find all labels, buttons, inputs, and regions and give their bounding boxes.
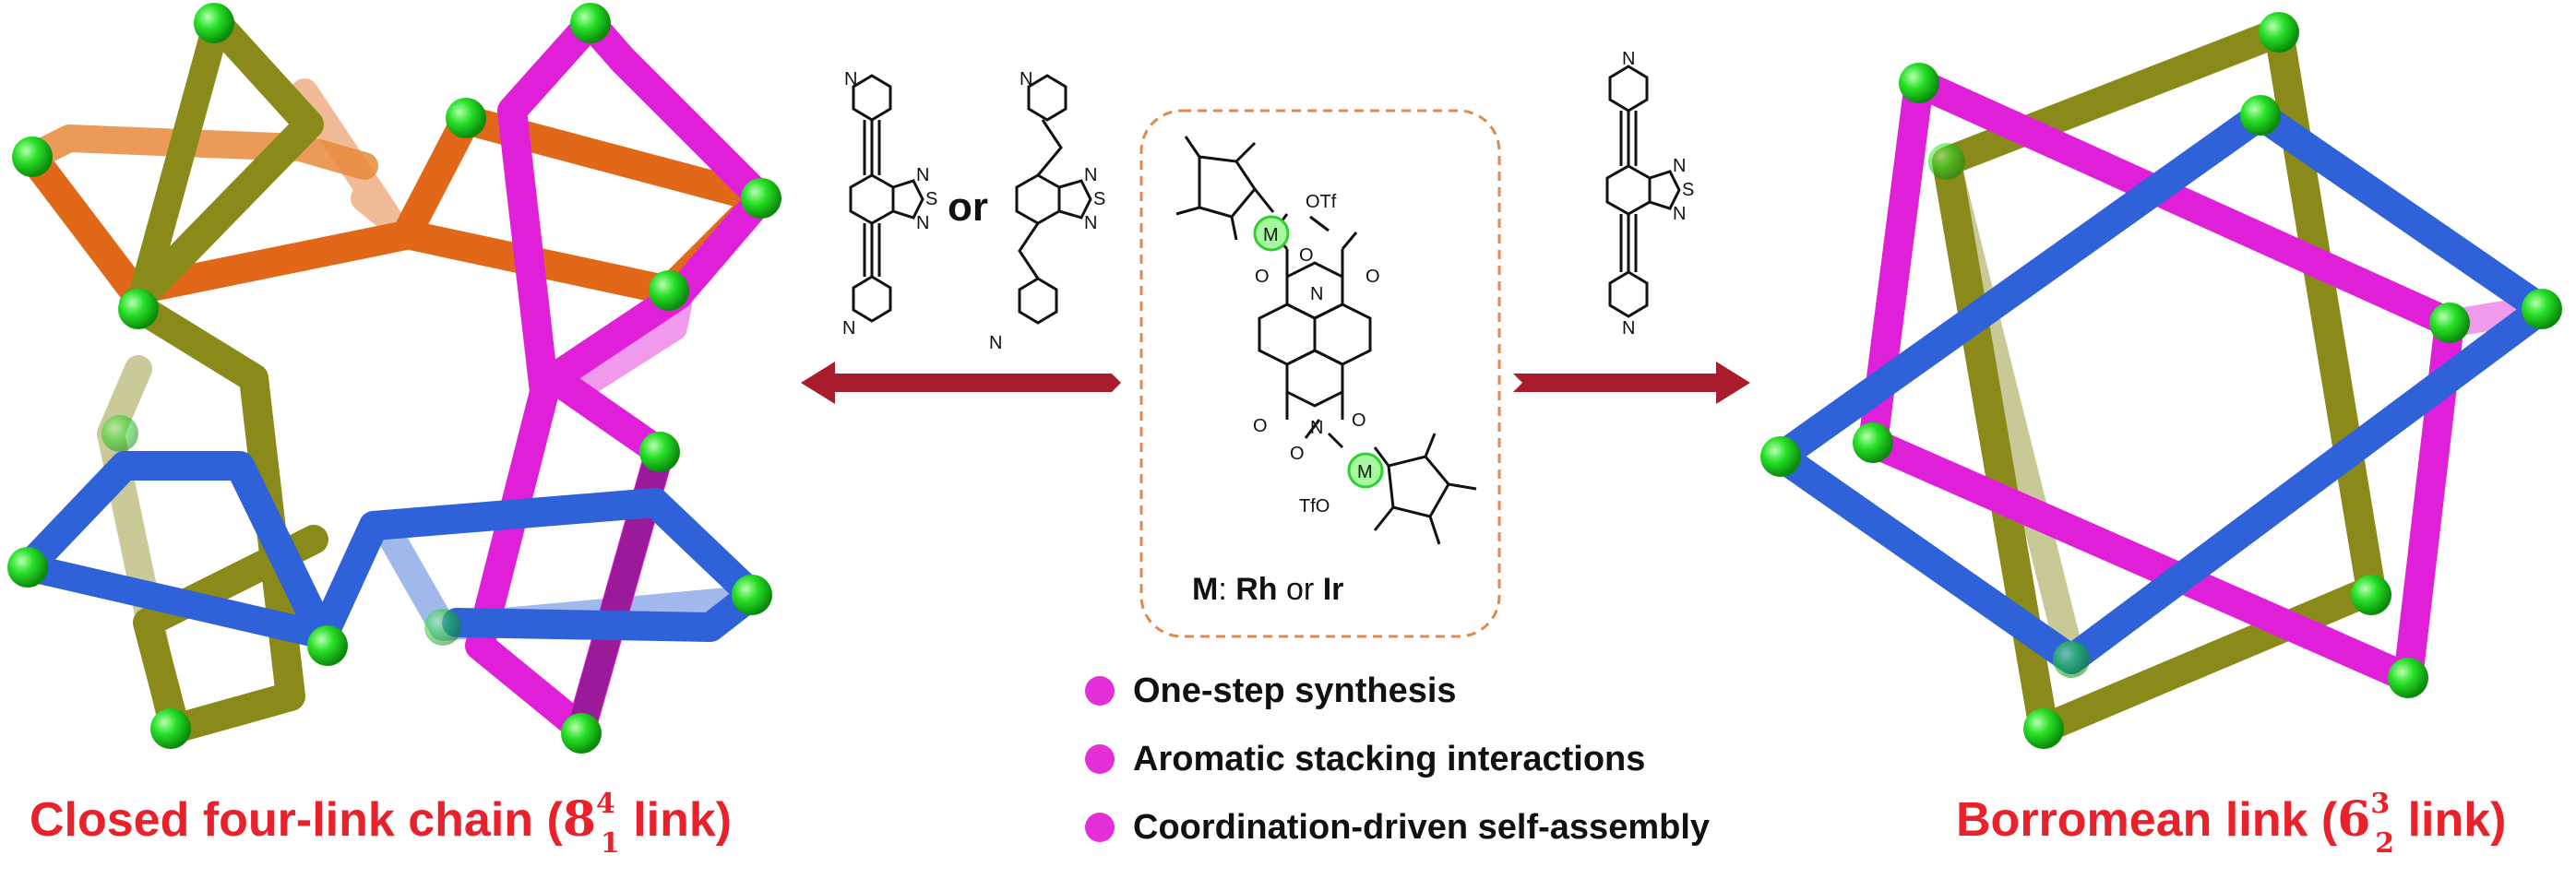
svg-text:S: S <box>1682 180 1694 200</box>
ligand-vinyl <box>1015 74 1092 325</box>
svg-text:S: S <box>1093 189 1105 209</box>
rhodium: Rh <box>1235 572 1278 607</box>
svg-text:N: N <box>1622 49 1635 69</box>
left-arrow <box>801 362 1121 404</box>
svg-text:N: N <box>1622 318 1635 339</box>
svg-text:N: N <box>916 213 929 233</box>
metal-complex-box <box>1139 109 1501 638</box>
svg-text:O: O <box>1352 410 1366 431</box>
olive-ring-2 <box>125 9 231 323</box>
feature-list: One-step synthesis Aromatic stacking int… <box>1085 657 1710 861</box>
metal-complex-labels: M M OTf O O N O O N O O TfO <box>1253 192 1380 517</box>
svg-text:M: M <box>1263 225 1279 245</box>
svg-text:N: N <box>842 318 855 339</box>
bullet-dot <box>1085 744 1115 774</box>
bullet-dot <box>1085 676 1115 706</box>
svg-text:N: N <box>1673 156 1686 176</box>
metal-complex-structure <box>1175 136 1477 545</box>
svg-text:O: O <box>1255 267 1270 287</box>
borromean-link-model <box>1760 12 2562 749</box>
left-caption: Closed four-link chain (841 link) <box>30 788 733 860</box>
svg-text:O: O <box>1253 416 1268 436</box>
svg-text:N: N <box>1084 165 1097 185</box>
svg-text:N: N <box>1310 284 1323 304</box>
ligand-ethynyl-1-labels: N N S N N <box>842 69 937 339</box>
blue-ring <box>13 451 767 651</box>
svg-text:TfO: TfO <box>1299 496 1330 517</box>
n-atom: N <box>844 69 857 89</box>
orange-ring-back <box>291 78 401 231</box>
ligand-ethynyl-1 <box>849 74 924 323</box>
feature-item: One-step synthesis <box>1085 657 1710 725</box>
right-arrow <box>1513 362 1750 404</box>
svg-text:N: N <box>1310 418 1323 438</box>
right-nodes <box>1760 12 2562 749</box>
metal-symbol: M <box>1192 572 1219 607</box>
svg-text:N: N <box>989 333 1002 353</box>
left-nodes <box>7 3 781 754</box>
four-link-chain-model <box>7 3 781 754</box>
svg-text:N: N <box>916 165 929 185</box>
metal-centers <box>1253 215 1384 489</box>
metal-definition: M: Rh or Ir <box>1192 572 1344 607</box>
feature-item: Aromatic stacking interactions <box>1085 725 1710 793</box>
bullet-dot <box>1085 813 1115 842</box>
right-caption: Borromean link (632 link) <box>1956 788 2507 860</box>
svg-text:N: N <box>1084 213 1097 233</box>
svg-text:O: O <box>1366 267 1380 287</box>
blue-ring-2 <box>14 553 341 650</box>
or-label: or <box>948 184 988 230</box>
svg-text:O: O <box>1299 245 1314 266</box>
svg-text:N: N <box>1020 69 1032 89</box>
ligand-ethynyl-2 <box>1605 65 1681 318</box>
ligand-ethynyl-2-labels: N N S N N <box>1622 49 1694 339</box>
svg-text:S: S <box>925 189 937 209</box>
ligand-vinyl-labels: N N S N N <box>989 69 1105 353</box>
svg-text:N: N <box>1673 204 1686 224</box>
iridium: Ir <box>1322 572 1344 607</box>
feature-item: Coordination-driven self-assembly <box>1085 793 1710 861</box>
svg-text:M: M <box>1357 462 1373 482</box>
svg-text:O: O <box>1290 444 1305 464</box>
svg-text:OTf: OTf <box>1306 192 1337 212</box>
